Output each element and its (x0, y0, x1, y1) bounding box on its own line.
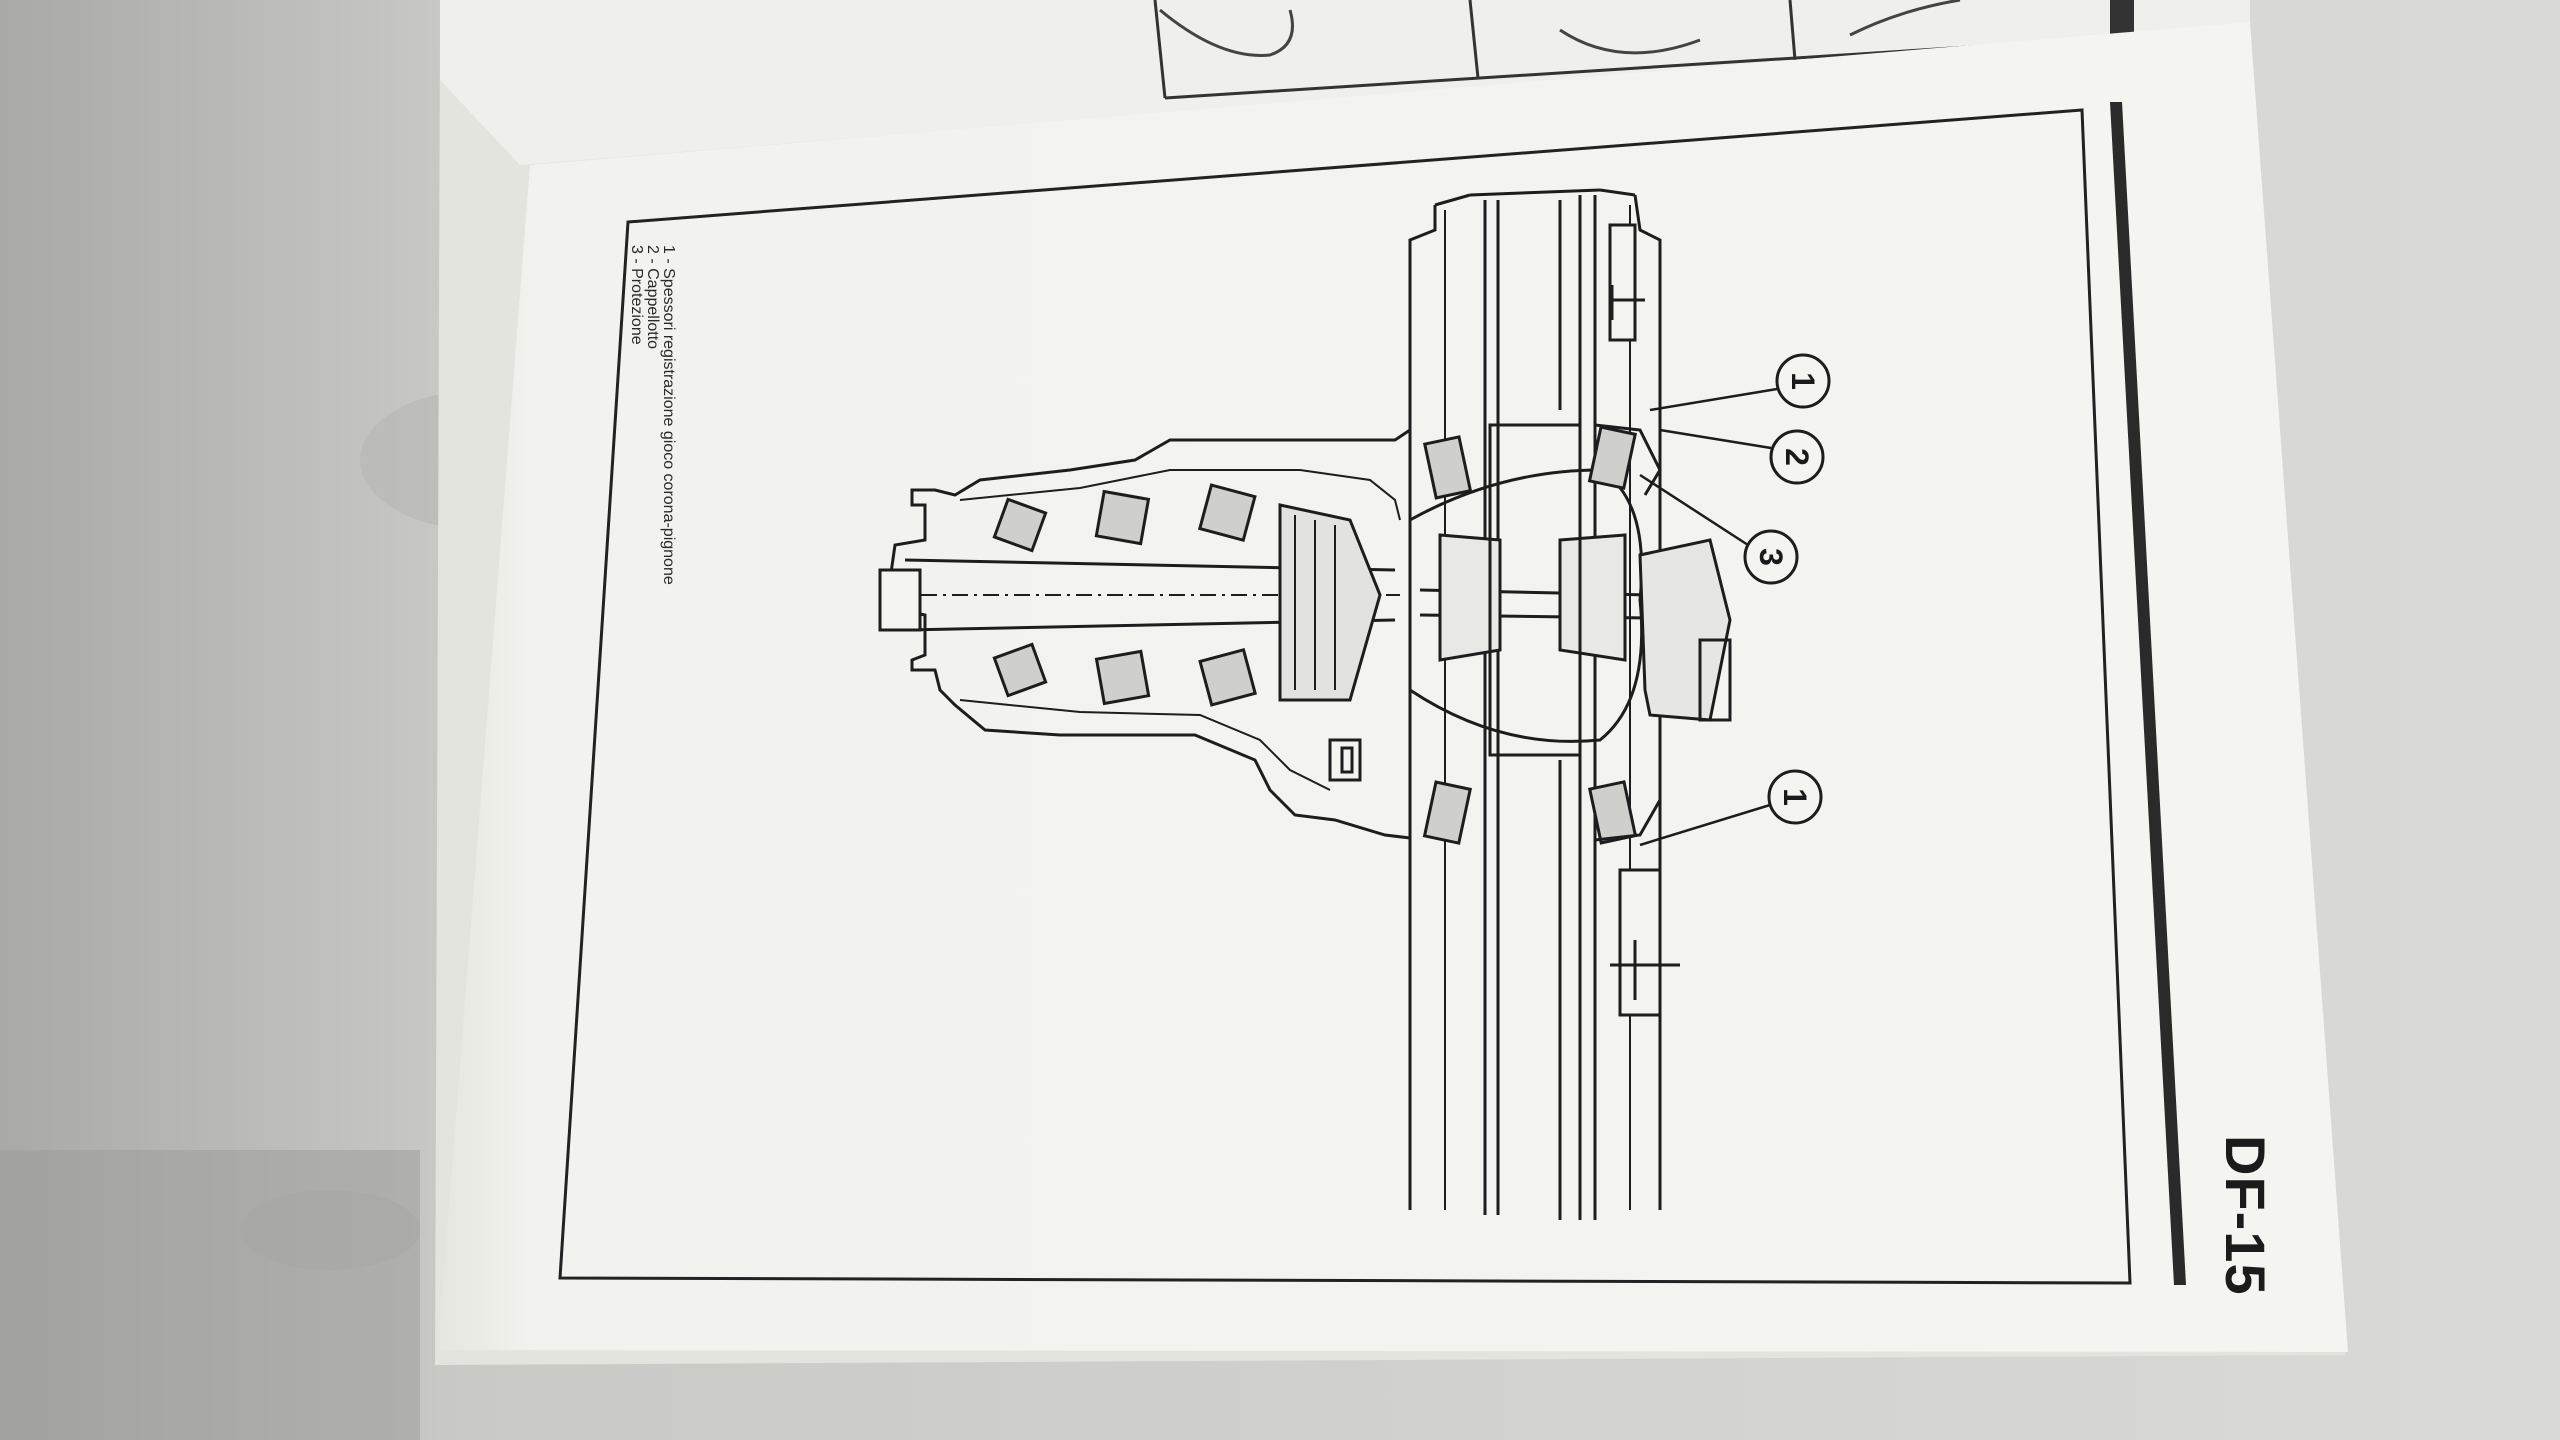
page-number: DF-15 (2214, 1135, 2277, 1296)
facing-page (440, 0, 2250, 165)
callout-label-2: 2 (1779, 448, 1815, 466)
callout-1-bottom (1767, 769, 1823, 825)
callout-label-3: 3 (1753, 548, 1789, 566)
manual-page (438, 22, 2348, 1352)
callout-1-top (1775, 353, 1831, 409)
legend-item-3: 3 - Protezione (628, 245, 645, 345)
callout-3 (1743, 529, 1799, 585)
callout-2 (1769, 429, 1825, 485)
differential-cross-section (878, 188, 1732, 1220)
legend-item-2: 2 - Cappellotto (644, 245, 661, 350)
callout-label-1-top: 1 (1785, 372, 1821, 390)
legend-item-1: 1 - Spessori registrazione gioco corona-… (660, 245, 677, 585)
page-frame (558, 108, 2132, 1285)
callout-circles (1743, 353, 1831, 825)
callout-label-1-bottom: 1 (1777, 788, 1813, 806)
